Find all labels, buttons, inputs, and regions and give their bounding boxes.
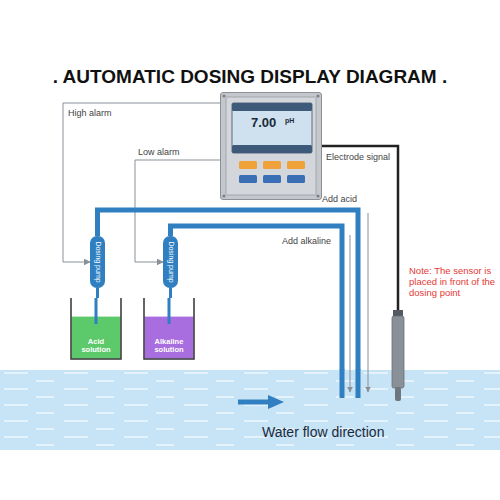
flow-arrow-head <box>268 395 284 409</box>
function-key <box>263 161 281 169</box>
lcd-menu-bar <box>232 145 312 153</box>
housing-screw <box>222 194 225 197</box>
lcd-status-bar <box>232 103 312 111</box>
housing-screw <box>316 194 319 197</box>
housing-screw <box>316 94 319 97</box>
note-text: Note: The sensor is placed in front of t… <box>409 266 497 299</box>
nav-key <box>239 175 257 183</box>
front-panel <box>226 97 316 195</box>
dosing-pump: Dosing pump <box>163 236 178 288</box>
suction-tube <box>96 288 99 298</box>
diagram-title: . AUTOMATIC DOSING DISPLAY DIAGRAM . <box>0 66 500 88</box>
water-ripples <box>0 370 500 450</box>
edge-label: Add alkaline <box>282 236 331 246</box>
housing-screw <box>222 94 225 97</box>
alkaline-flow-arrow <box>350 235 351 392</box>
suction-tube-end <box>168 298 171 324</box>
lcd-screen <box>232 103 312 153</box>
solution-label: Alkaline solution <box>146 338 192 355</box>
edge-label: High alarm <box>68 108 112 118</box>
signal-label: Electrode signal <box>326 152 390 162</box>
edge-label: Low alarm <box>138 147 180 157</box>
alarm-line <box>63 103 220 262</box>
beaker-wall <box>71 298 121 359</box>
beaker-wall <box>144 298 194 359</box>
flow-arrow-shaft <box>238 400 270 405</box>
flow-label: Water flow direction <box>262 424 384 440</box>
pump-label: Dosing pump <box>93 241 101 282</box>
controller-housing: 7.00 pH <box>220 92 322 200</box>
solution-label: Acid solution <box>73 338 119 355</box>
pump-label: Dosing pump <box>166 241 174 282</box>
nav-key <box>263 175 281 183</box>
acid-flow-arrow <box>368 213 369 392</box>
edge-label: Add acid <box>322 194 357 204</box>
dosing-pump: Dosing pump <box>90 236 105 288</box>
reading-text: pH <box>285 117 294 125</box>
alkaline-beaker: Alkaline solution <box>143 298 195 360</box>
dosing-pipe <box>171 226 343 370</box>
ph-sensor-body <box>392 316 404 388</box>
ph-sensor-tip <box>395 387 401 401</box>
acid-beaker: Acid solution <box>70 298 122 360</box>
function-key <box>287 161 305 169</box>
function-key <box>239 161 257 169</box>
alkaline-pipe-outlet <box>340 369 345 398</box>
controller-face <box>221 93 323 201</box>
acid-pipe-outlet <box>356 369 361 398</box>
suction-tube <box>169 288 172 298</box>
water-channel: Water flow direction <box>0 370 500 450</box>
nav-key <box>287 175 305 183</box>
reading-text: 7.00 <box>251 116 276 131</box>
suction-tube-end <box>95 298 98 324</box>
dosing-pipe <box>98 210 359 370</box>
water-band <box>0 370 500 450</box>
